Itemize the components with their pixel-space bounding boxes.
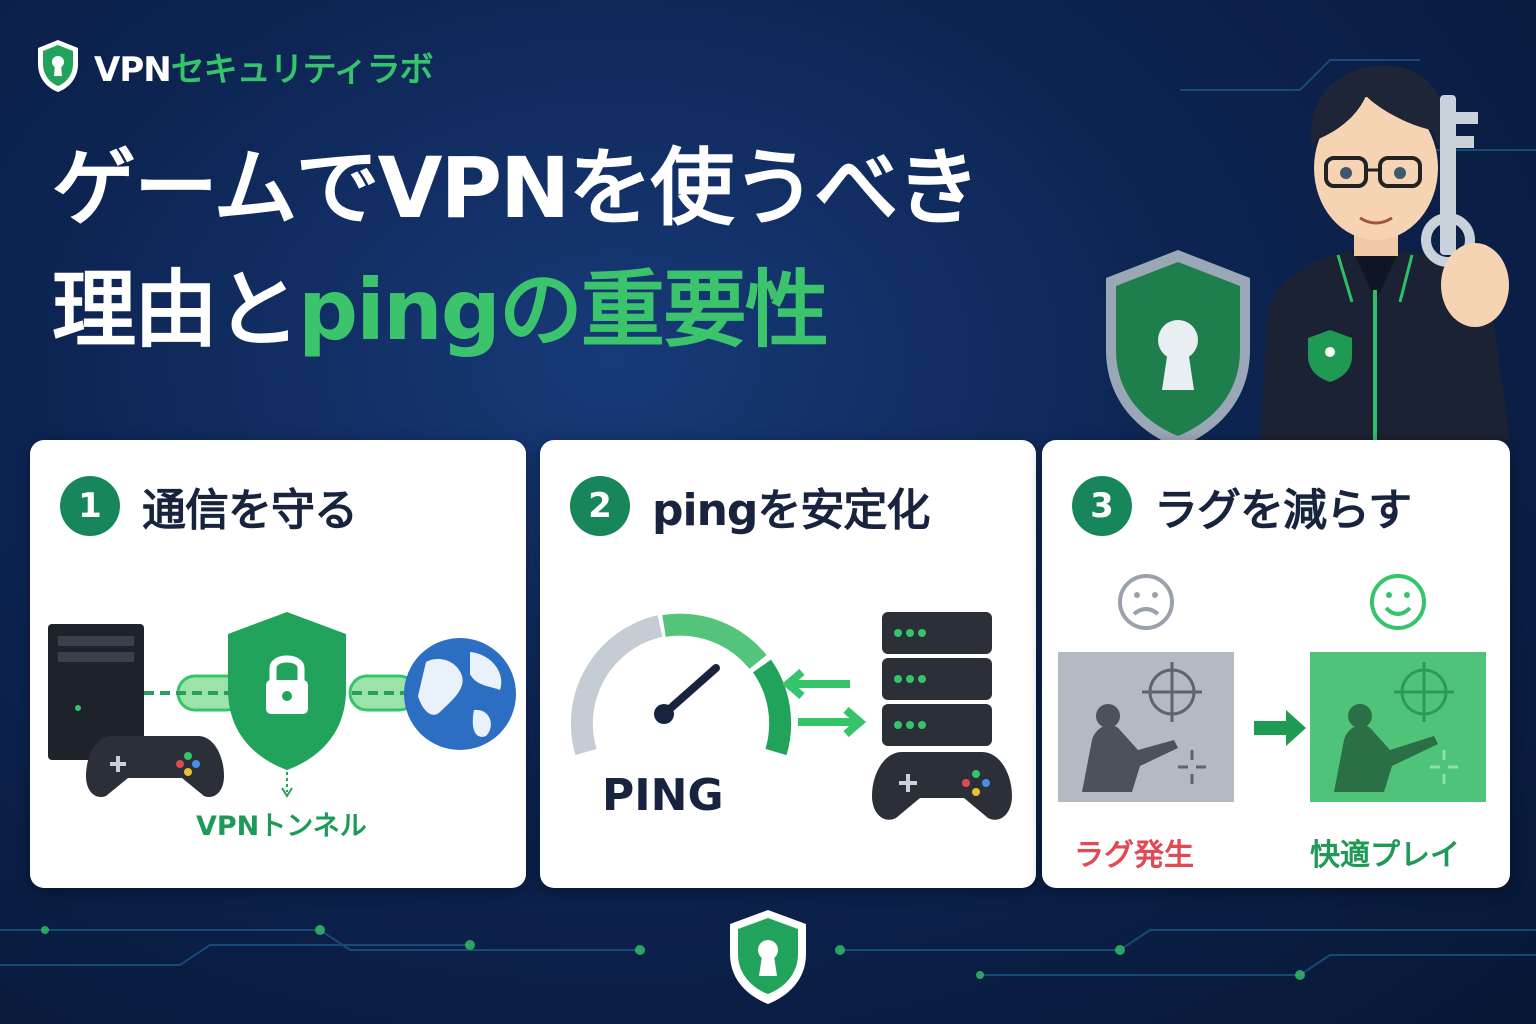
tunnel-tube — [144, 674, 430, 712]
brand-logo: VPNセキュリティラボ — [34, 38, 434, 94]
card-protect-communication: 1 通信を守る — [30, 440, 526, 888]
sad-face-icon — [1118, 574, 1174, 630]
pc-tower-icon — [48, 624, 144, 760]
server-icon — [882, 612, 992, 746]
ping-illustration — [570, 612, 1012, 820]
lag-comparison-illustration — [1058, 574, 1486, 802]
brand-name: VPNセキュリティラボ — [94, 42, 434, 91]
data-exchange-arrows — [781, 668, 867, 738]
card-title: pingを安定化 — [652, 485, 930, 536]
lock-icon — [228, 612, 346, 798]
card-title: 通信を守る — [142, 485, 358, 536]
vpn-tunnel-label: VPNトンネル — [196, 811, 367, 842]
card-header: 3 ラグを減らす — [1072, 474, 1412, 538]
card-reduce-lag: 3 ラグを減らす — [1042, 440, 1510, 888]
headline-line2: 理由とpingの重要性 — [52, 268, 829, 352]
gamepad-icon — [86, 736, 224, 798]
card-number-badge: 1 — [60, 476, 120, 536]
card-number-badge: 2 — [570, 476, 630, 536]
smooth-play-label: 快適プレイ — [1310, 838, 1460, 873]
headline-line2-white: 理由と — [52, 261, 300, 359]
headline-line2-green: pingの重要性 — [298, 261, 829, 359]
globe-icon — [404, 638, 516, 750]
shield-keyhole-icon — [38, 40, 78, 92]
crosshair-icon — [1394, 662, 1454, 722]
vpn-tunnel-illustration — [48, 612, 516, 798]
crosshair-icon — [1142, 662, 1202, 722]
happy-face-icon — [1370, 574, 1426, 630]
headline-line1: ゲームでVPNを使うべき — [52, 139, 980, 237]
lag-label: ラグ発生 — [1074, 838, 1194, 873]
card-header: 1 通信を守る — [60, 474, 358, 538]
card-stabilize-ping: 2 pingを安定化 — [540, 440, 1036, 888]
big-shield-icon — [1106, 250, 1250, 440]
gamepad-icon — [872, 752, 1012, 820]
card-number-badge: 3 — [1072, 476, 1132, 536]
card-title: ラグを減らす — [1154, 485, 1412, 536]
speedometer-icon — [570, 613, 792, 756]
footer-shield-icon — [730, 910, 806, 1004]
ping-label: PING — [602, 770, 724, 821]
brand-name-green: セキュリティラボ — [170, 49, 434, 90]
character-illustration — [1106, 65, 1510, 440]
card-header: 2 pingを安定化 — [570, 474, 930, 538]
brand-name-white: VPN — [94, 49, 172, 90]
